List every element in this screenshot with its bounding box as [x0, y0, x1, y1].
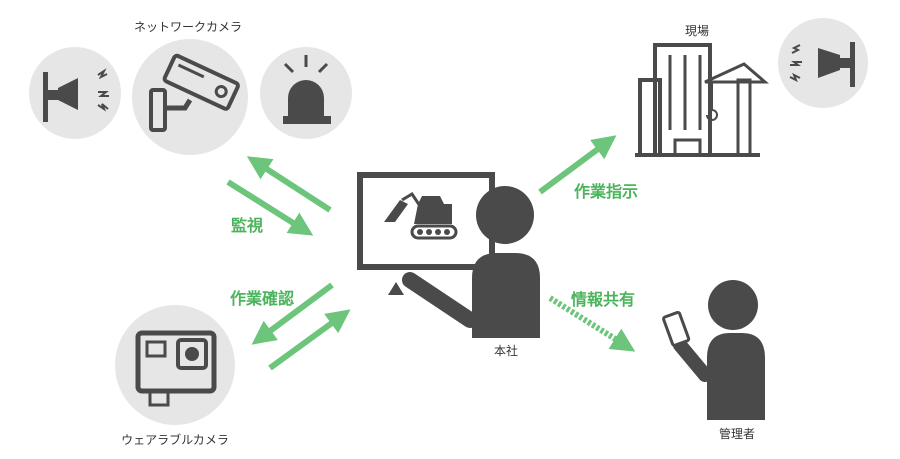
speaker-icon	[29, 47, 121, 139]
network-camera-icon	[132, 39, 248, 155]
headquarters-label: 本社	[493, 344, 519, 358]
monitoring-label: 監視	[230, 216, 264, 235]
info-sharing-label: 情報共有	[570, 290, 636, 309]
siren-icon	[260, 47, 352, 139]
manager-person-icon	[662, 280, 765, 420]
monitoring-arrow-up	[246, 156, 332, 213]
work-confirmation-label: 作業確認	[229, 289, 295, 308]
manager-label: 管理者	[718, 427, 756, 441]
confirmation-arrow-down	[251, 282, 334, 345]
work-instruction-label: 作業指示	[573, 182, 639, 201]
construction-site-icon	[635, 43, 770, 157]
excavator-icon	[384, 191, 458, 240]
network-camera-label: ネットワークカメラ	[133, 20, 243, 34]
site-label: 現場	[684, 24, 710, 38]
wearable-camera-label: ウェアラブルカメラ	[121, 433, 229, 447]
instruction-arrow	[538, 135, 617, 195]
hq-person-icon	[402, 186, 540, 338]
confirmation-arrow-up	[268, 309, 351, 371]
wearable-camera-icon	[115, 305, 235, 425]
monitoring-arrow-down	[226, 179, 314, 236]
site-speaker-icon	[778, 18, 868, 108]
smartphone-icon	[662, 310, 691, 347]
info-sharing-arrow	[548, 295, 636, 352]
